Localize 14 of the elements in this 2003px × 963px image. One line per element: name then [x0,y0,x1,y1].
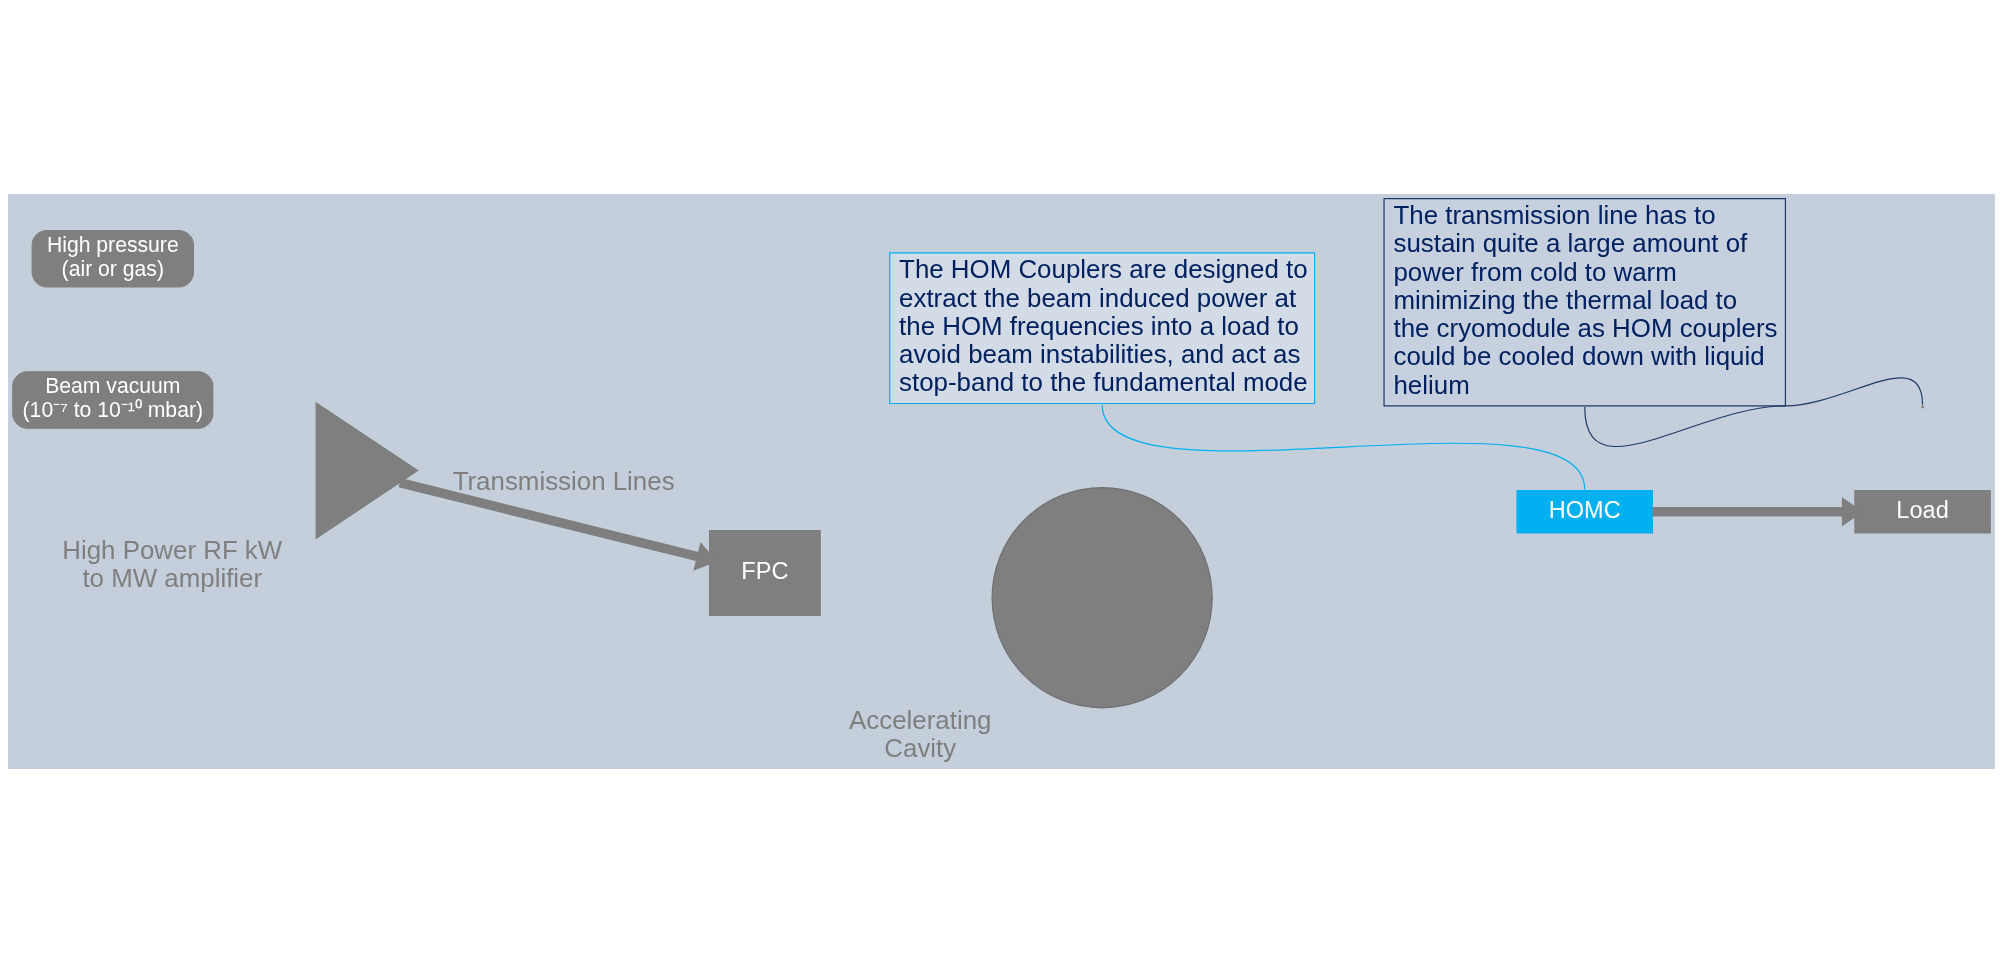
edge-label: Transmission Lines [452,467,675,496]
node-circle [991,487,1213,709]
node-box: High pressure (air or gas) [31,229,195,288]
node-label: Accelerating Cavity [849,705,992,762]
node-box: FPC [709,530,821,616]
connector [1101,404,1586,491]
node-box: Load [1854,490,1991,534]
connector [1584,377,1924,448]
node-box: The transmission line has to sustain quite a large amount of power from cold to warm minimizing the thermal load to the cryomodule as HOM couplers could be cooled down with liquid helium [1383,198,1786,407]
node-label: High Power RF kW to MW amplifier [62,536,283,593]
node-triangle [315,401,419,540]
node-box: Beam vacuum (10⁻⁷ to 10⁻¹⁰ mbar) [12,371,214,429]
node-box: HOMC [1516,490,1653,534]
node-box: The HOM Couplers are designed to extract the beam induced power at the HOM frequencies into a load to avoid beam instabilities, and act as stop-band to the fundamental mode [889,252,1316,405]
